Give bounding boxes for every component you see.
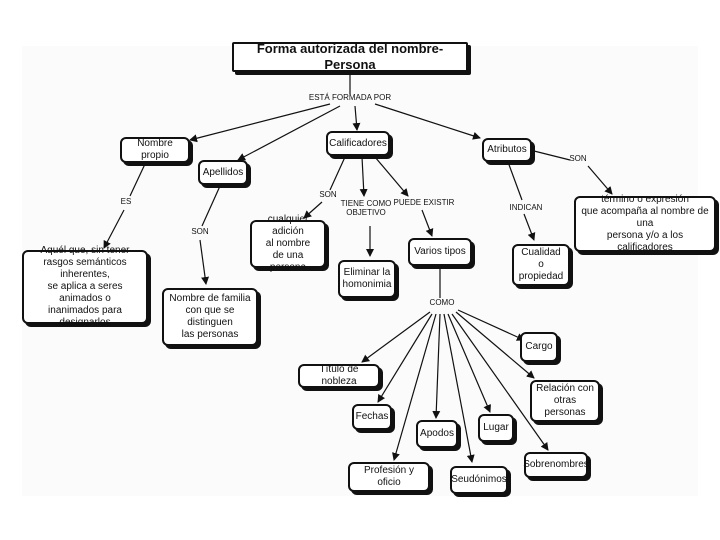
node-cargo: Cargo: [520, 332, 558, 362]
node-calificadores: Calificadores: [326, 131, 390, 156]
connector-to-atributos: [374, 103, 481, 140]
node-atributos: Atributos: [482, 138, 532, 162]
link-tiene-como-objetivo: TIENE COMO OBJETIVO: [340, 199, 392, 217]
connector-son-termino: [587, 165, 613, 195]
node-nombre-propio: Nombre propio: [120, 137, 190, 163]
link-puede-existir: PUEDE EXISTIR: [393, 198, 455, 207]
node-sobrenombres: Sobrenombres: [523, 452, 589, 478]
node-termino-expresion: término o expresión que acompaña al nomb…: [574, 194, 716, 253]
link-es: ES: [120, 197, 132, 206]
link-son-calificadores: SON: [319, 190, 337, 199]
node-relacion-personas: Relación con otras personas: [530, 380, 600, 422]
connector-son-adicion: [303, 201, 323, 219]
connector-to-apellidos: [237, 105, 341, 161]
node-lugar: Lugar: [478, 414, 514, 442]
connector-como-lugar: [447, 313, 491, 413]
node-titulo-nobleza: Título de nobleza: [298, 364, 380, 388]
link-indican: INDICAN: [509, 203, 543, 212]
connector-como-relacion: [455, 311, 535, 379]
node-fechas: Fechas: [352, 404, 392, 430]
connector-como-seudonimos: [443, 313, 475, 463]
node-aquel-que: Aquél que, sin tener rasgos semánticos i…: [22, 245, 148, 328]
connector-son-familia: [199, 239, 210, 285]
node-apodos: Apodos: [416, 420, 458, 448]
connector-como-fechas: [377, 313, 433, 403]
connector-como-profesion: [392, 313, 437, 461]
node-profesion-oficio: Profesión y oficio: [348, 462, 430, 492]
connector-calif-objetivo: [359, 156, 368, 197]
node-apellidos: Apellidos: [198, 160, 248, 185]
connector-apellidos-son: [201, 185, 221, 227]
connector-puede-varios: [421, 209, 434, 237]
link-son-atributos: SON: [569, 154, 587, 163]
link-esta-formada-por: ESTÁ FORMADA POR: [308, 93, 392, 102]
concept-title: Forma autorizada del nombre- Persona: [232, 41, 468, 72]
connector-atrib-son: [529, 149, 571, 161]
connector-calif-puede: [374, 156, 409, 197]
connector-calif-son: [329, 156, 346, 191]
node-cualidad-propiedad: Cualidad o propiedad: [512, 244, 570, 286]
connector-como-apodos: [432, 313, 441, 419]
connector-to-nombre-propio: [189, 103, 331, 143]
connector-como-sobrenombres: [451, 313, 549, 451]
link-son-apellidos: SON: [191, 227, 209, 236]
connector-to-calificadores: [352, 105, 361, 131]
connector-como-cargo: [457, 309, 525, 341]
link-como: COMO: [429, 298, 455, 307]
connector-nombre-propio-es: [129, 163, 146, 197]
connector-es-aquel: [103, 209, 125, 249]
connector-atrib-indican: [507, 161, 523, 201]
node-nombre-de-familia: Nombre de familia con que se distinguen …: [162, 288, 258, 346]
connector-indican-cualidad: [523, 213, 536, 241]
node-seudonimos: Seudónimos: [450, 466, 508, 494]
node-varios-tipos: Varios tipos: [408, 238, 472, 266]
node-cualquier-adicion: cualquier adición al nombre de una perso…: [250, 214, 326, 273]
node-eliminar-homonimia: Eliminar la homonimia: [338, 260, 396, 298]
connector-como-titulo: [361, 311, 431, 363]
